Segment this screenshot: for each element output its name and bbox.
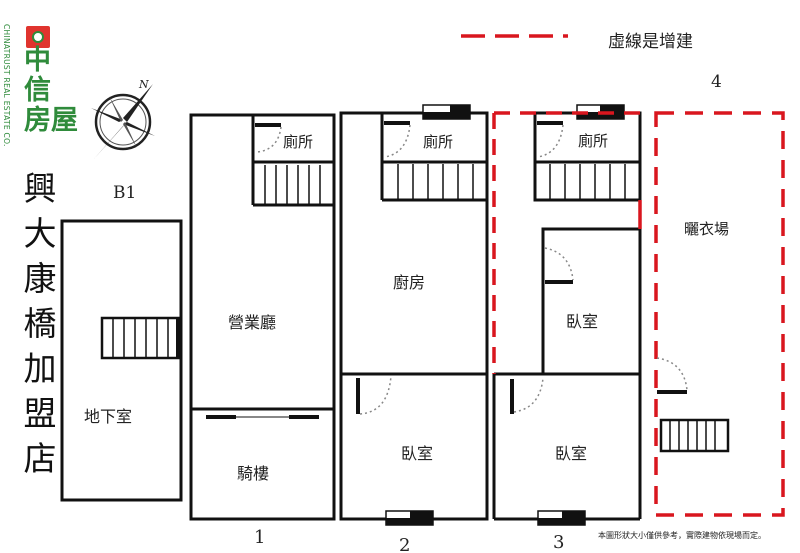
room-label-f3-bedroom-upper: 臥室: [566, 312, 598, 331]
floor-label-2: 2: [399, 535, 410, 553]
floor-2: [339, 104, 489, 526]
room-label-business-hall: 營業廳: [228, 313, 276, 332]
room-label-basement: 地下室: [84, 407, 132, 426]
floor-1: [189, 113, 336, 521]
svg-text:N: N: [138, 78, 149, 91]
floor-3-extension-outline: [492, 111, 642, 374]
room-label-f2-bedroom: 臥室: [401, 444, 433, 463]
room-label-arcade: 騎樓: [237, 464, 269, 483]
floor-b1: [60, 219, 183, 502]
floor-label-b1: B1: [113, 183, 136, 203]
legend-text: 虛線是增建: [608, 32, 693, 52]
room-label-f1-toilet: 廁所: [283, 133, 313, 151]
room-label-drying-area: 曬衣場: [684, 220, 729, 238]
room-label-f3-toilet: 廁所: [578, 132, 608, 150]
room-label-f2-toilet: 廁所: [423, 133, 453, 151]
legend: 虛線是增建: [461, 32, 693, 52]
floor-4: [654, 111, 785, 517]
room-label-kitchen: 廚房: [393, 273, 425, 292]
floor-label-1: 1: [254, 527, 265, 548]
logo-emblem-icon: [26, 26, 50, 48]
logo-english-text: CHINATRUST REAL ESTATE CO.: [2, 24, 11, 147]
logo-chinese-text: 中 信 房屋: [24, 45, 78, 136]
room-label-f3-bedroom-lower: 臥室: [555, 444, 587, 463]
compass-icon: N: [91, 78, 155, 160]
disclaimer-note: 本圖形狀大小僅供參考，實際建物依現場而定。: [598, 531, 766, 540]
store-name: 興 大 康 橋 加 盟 店: [23, 169, 57, 478]
floor-label-4: 4: [711, 72, 722, 92]
floor-label-3: 3: [553, 532, 564, 553]
